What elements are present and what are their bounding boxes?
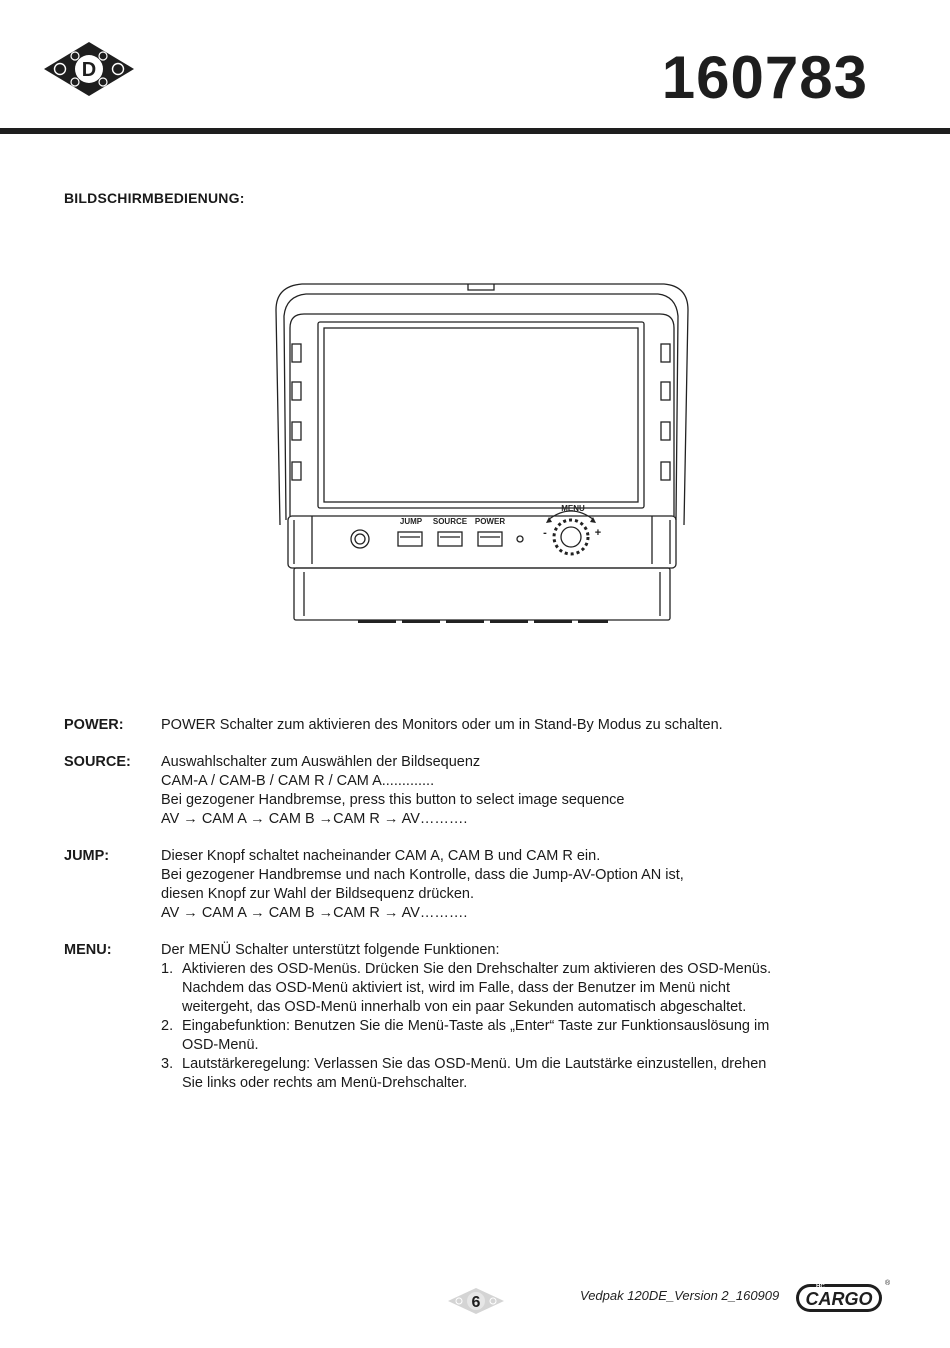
power-description: POWER: POWER Schalter zum aktivieren des… <box>64 716 864 735</box>
menu-description: MENU: Der MENÜ Schalter unterstützt folg… <box>64 941 864 1093</box>
list-item: 3. Lautstärkeregelung: Verlassen Sie das… <box>161 1056 767 1091</box>
jump-line: Bei gezogener Handbremse und nach Kontro… <box>161 867 684 883</box>
header-rule <box>0 128 950 134</box>
registered-mark: ® <box>885 1279 890 1287</box>
list-item: 1. Aktivieren des OSD-Menüs. Drücken Sie… <box>161 961 772 1015</box>
minus-sign: - <box>543 527 547 539</box>
menu-label: MENU <box>561 504 585 513</box>
logo-letter: D <box>82 59 96 81</box>
source-line: Bei gezogener Handbremse, press this but… <box>161 792 625 808</box>
power-line: POWER Schalter zum aktivieren des Monito… <box>161 717 723 733</box>
part-number: 160783 <box>661 44 868 111</box>
document-version: Vedpak 120DE_Version 2_160909 <box>580 1288 780 1303</box>
menu-intro: Der MENÜ Schalter unterstützt folgende F… <box>161 942 500 958</box>
cargo-logo-text: CARGO <box>806 1289 873 1309</box>
monitor-illustration: JUMP SOURCE POWER MENU - + <box>275 283 689 623</box>
plus-sign: + <box>595 527 601 539</box>
power-label: POWER <box>475 517 505 526</box>
source-line: Auswahlschalter zum Auswählen der Bildse… <box>161 754 481 770</box>
list-item: 2. Eingabefunktion: Benutzen Sie die Men… <box>161 1018 770 1053</box>
power-term: POWER: <box>64 717 124 733</box>
page-number: 6 <box>472 1294 481 1311</box>
jump-line: Dieser Knopf schaltet nacheinander CAM A… <box>161 848 601 864</box>
jump-description: JUMP: Dieser Knopf schaltet nacheinander… <box>64 847 864 923</box>
source-description: SOURCE: Auswahlschalter zum Auswählen de… <box>64 753 864 829</box>
screen-frame <box>317 321 645 509</box>
jump-label: JUMP <box>400 517 423 526</box>
source-line: AV → CAM A → CAM B →CAM R → AV………. <box>161 811 468 827</box>
jump-line: diesen Knopf zur Wahl der Bildsequenz dr… <box>161 886 475 902</box>
section-title: BILDSCHIRMBEDIENUNG: <box>64 190 245 206</box>
jump-line: AV → CAM A → CAM B →CAM R → AV………. <box>161 905 468 921</box>
monitor-body <box>289 313 675 516</box>
source-line: CAM-A / CAM-B / CAM R / CAM A...........… <box>161 773 435 789</box>
d-diamond-logo: D <box>44 42 134 96</box>
page-number-badge: 6 <box>448 1288 504 1314</box>
cargo-logo: CARGO HC ® <box>796 1279 890 1312</box>
source-label: SOURCE <box>433 517 468 526</box>
control-descriptions: POWER: POWER Schalter zum aktivieren des… <box>64 716 864 1111</box>
monitor-base <box>293 567 671 621</box>
screen <box>323 327 639 503</box>
menu-function-list: 1. Aktivieren des OSD-Menüs. Drücken Sie… <box>161 960 864 1093</box>
cargo-logo-small: HC <box>816 1284 825 1290</box>
menu-term: MENU: <box>64 942 112 958</box>
source-term: SOURCE: <box>64 754 131 770</box>
jump-term: JUMP: <box>64 848 110 864</box>
sun-visor <box>275 283 689 526</box>
